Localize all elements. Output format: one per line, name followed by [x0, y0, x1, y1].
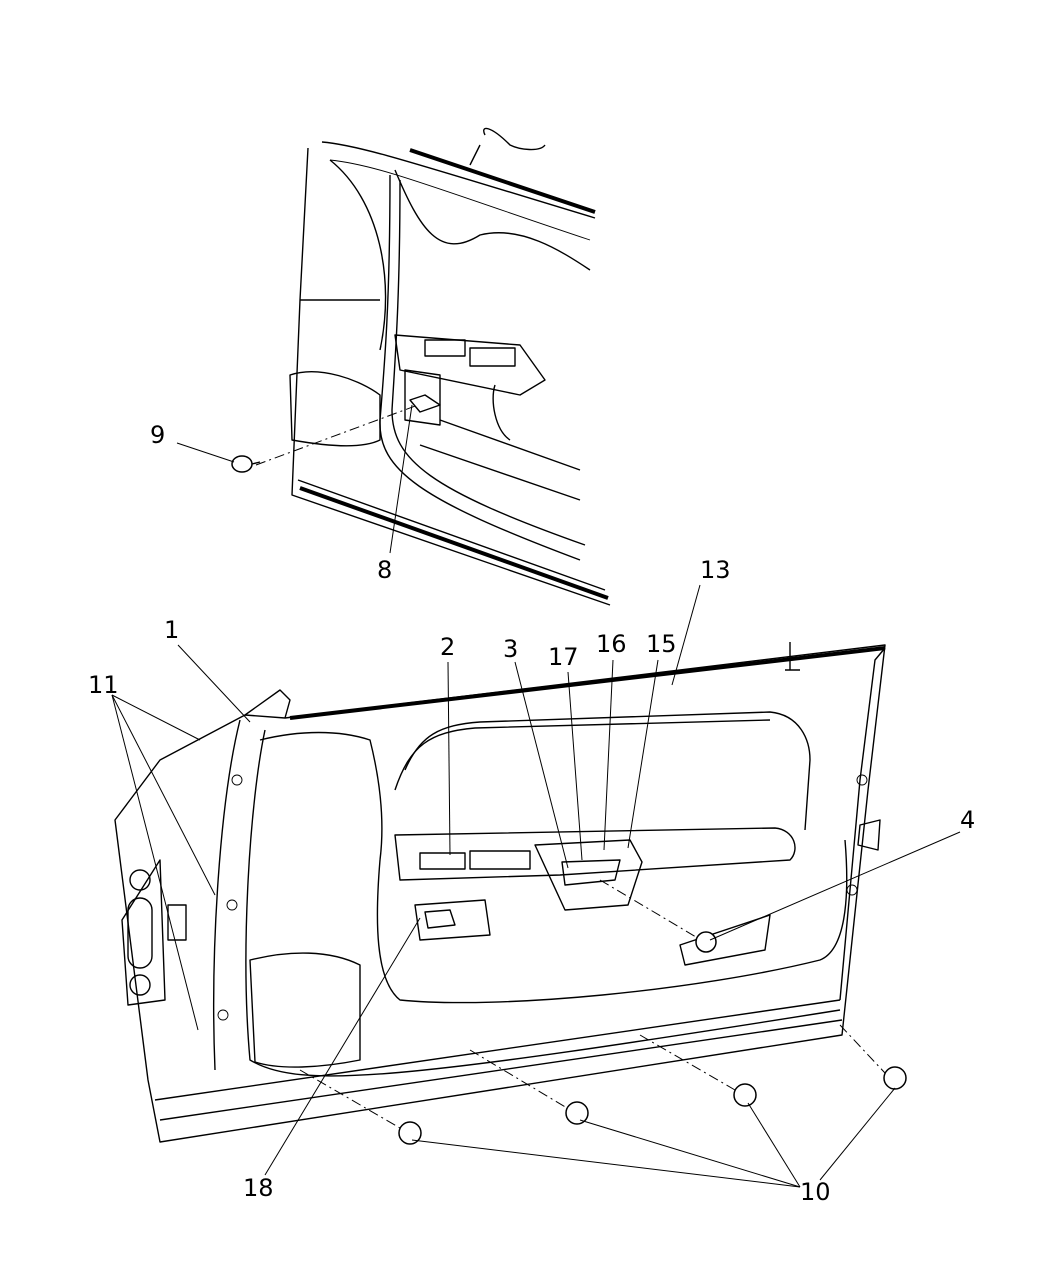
callout-2: 2	[440, 633, 455, 661]
callout-10: 10	[800, 1178, 831, 1206]
callout-1: 1	[164, 616, 179, 644]
callout-16: 16	[596, 630, 627, 658]
callout-9: 9	[150, 421, 165, 449]
callout-13: 13	[700, 556, 731, 584]
door-panel-main	[114, 642, 886, 1143]
callout-3: 3	[503, 635, 518, 663]
callout-15: 15	[646, 630, 677, 658]
leader-lines	[111, 404, 961, 1188]
fastener-screws	[299, 879, 907, 1145]
callout-17: 17	[548, 643, 579, 671]
callout-8: 8	[377, 556, 392, 584]
callout-4: 4	[960, 806, 975, 834]
callout-11: 11	[88, 671, 119, 699]
callout-labels: 9 8 13 1 2 3 17 16 15 11 4 18 10	[88, 421, 975, 1206]
inset-door-detail	[231, 127, 611, 606]
callout-18: 18	[243, 1174, 274, 1202]
